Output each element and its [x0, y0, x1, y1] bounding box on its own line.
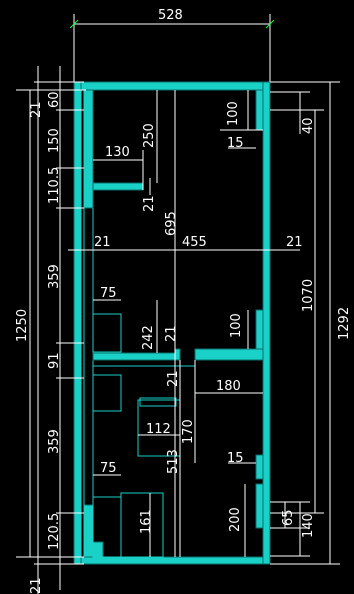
dim-right-total: 1292 — [337, 307, 352, 340]
dim-upper-15: 15 — [227, 136, 244, 151]
inner-left-strip-lower — [83, 504, 94, 558]
dim-lower-170: 170 — [181, 419, 196, 444]
dim-mid-21-post: 21 — [164, 325, 179, 342]
dim-left-21-top: 21 — [29, 101, 44, 118]
drawer-box-lower — [92, 374, 122, 412]
dim-left-21-bottom: 21 — [29, 577, 44, 594]
dim-left-110-5: 110.5 — [47, 167, 62, 204]
right-bottom-stub — [255, 483, 264, 529]
middle-shelf — [92, 352, 176, 361]
dim-left-150: 150 — [47, 128, 62, 153]
dim-top-width: 528 — [158, 8, 183, 23]
bottom-panel — [73, 556, 271, 565]
dim-upper-21-shelf: 21 — [142, 195, 157, 212]
dim-lower-161: 161 — [139, 509, 154, 534]
dim-right-65: 65 — [281, 509, 296, 526]
dim-lower-180: 180 — [216, 379, 241, 394]
dim-left-359-lower: 359 — [47, 429, 62, 454]
dimension-lines — [16, 14, 340, 594]
dim-right-140: 140 — [301, 513, 316, 538]
dim-lower-15: 15 — [227, 451, 244, 466]
center-post — [174, 348, 181, 361]
upper-shelf-stub — [92, 182, 144, 191]
dim-left-total: 1250 — [15, 309, 30, 342]
dim-upper-100: 100 — [226, 101, 241, 126]
dim-upper-695: 695 — [164, 211, 179, 236]
dim-lower-112: 112 — [146, 422, 171, 437]
dim-upper-250: 250 — [142, 123, 157, 148]
dim-mid-242: 242 — [141, 325, 156, 350]
dim-mid-100: 100 — [229, 313, 244, 338]
dim-mid-75: 75 — [100, 286, 117, 301]
dimension-labels: 528 1250 21 60 150 110.5 359 91 359 120.… — [15, 8, 352, 594]
basket-frame-inner — [139, 397, 177, 407]
dim-left-91: 91 — [47, 352, 62, 369]
dim-left-60: 60 — [47, 91, 62, 108]
dim-mid-21-shelf: 21 — [166, 370, 181, 387]
right-top-stub — [255, 89, 264, 131]
dim-right-inner: 1070 — [301, 279, 316, 312]
drawer-lower-right — [120, 492, 164, 558]
dim-mid-455: 455 — [182, 235, 207, 250]
dim-lower-200: 200 — [228, 507, 243, 532]
top-panel — [73, 81, 271, 91]
dim-lower-75: 75 — [100, 461, 117, 476]
right-side-panel — [262, 81, 271, 565]
bottom-left-block — [92, 541, 104, 558]
dim-left-120-5: 120.5 — [47, 513, 62, 550]
drawer-box-upper — [92, 313, 122, 353]
inner-left-strip — [83, 89, 94, 209]
dim-left-359-upper: 359 — [47, 264, 62, 289]
dim-mid-21-right: 21 — [286, 235, 303, 250]
dim-mid-21-left: 21 — [94, 235, 111, 250]
left-side-panel — [73, 81, 82, 565]
right-lower-stub — [255, 454, 264, 480]
dim-right-40: 40 — [301, 117, 316, 134]
dim-upper-130: 130 — [105, 145, 130, 160]
dim-lower-513: 513 — [166, 449, 181, 474]
right-mid-stub — [255, 309, 264, 351]
middle-shelf-right — [194, 348, 264, 361]
